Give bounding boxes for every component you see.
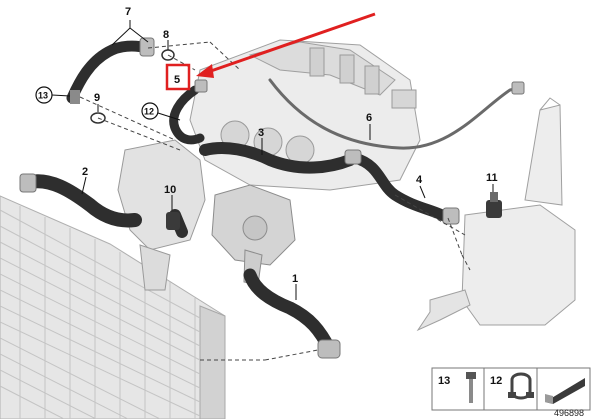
bolt-icon [466,372,476,403]
callout-10: 10 [164,184,176,196]
assembly-lines [79,41,471,361]
radiator [0,195,226,419]
hose-3 [199,142,356,174]
highlight-arrow [196,12,376,78]
callout-labels: 7 8 5 9 3 6 4 11 10 2 1 13 12 [35,6,498,285]
legend-label-13: 13 [438,375,450,387]
hose-7 [66,40,154,104]
bolt-13 [70,90,80,104]
callout-12: 12 [144,107,154,117]
callout-9: 9 [94,92,100,104]
callout-1: 1 [292,273,298,285]
expansion-tank [416,97,576,332]
callout-3: 3 [258,127,264,139]
clamp-7-end [139,37,155,57]
wedge-icon [545,378,585,404]
clamp-5 [194,79,208,93]
sensor-11 [486,192,502,218]
hose-2 [23,174,142,228]
reference-number: 496898 [554,408,584,418]
clamp-3 [344,149,362,165]
callout-8: 8 [163,29,169,41]
callout-7: 7 [125,6,131,18]
legend-label-12: 12 [490,375,502,387]
clamp-2 [19,173,37,193]
clamp-6-end [511,81,525,95]
callout-12-circle [141,102,159,120]
thermostat-housing [211,184,296,286]
callout-13-circle [35,86,53,104]
clamp-1 [317,339,341,359]
clamp-icon [508,372,534,400]
callout-13: 13 [38,91,48,101]
callout-11: 11 [486,172,498,184]
callout-6: 6 [366,112,372,124]
highlight-box-5 [165,63,191,91]
clamp-4 [442,207,460,225]
o-ring-9 [90,112,106,124]
callout-2: 2 [82,166,88,178]
callout-5: 5 [174,74,180,86]
parts-legend: 13 12 [431,367,591,411]
hose-6 [268,78,522,150]
hose-1 [243,268,337,357]
leader-lines [51,20,494,300]
hose-12 [169,85,205,145]
part-10 [166,212,180,230]
callout-4: 4 [416,174,423,186]
